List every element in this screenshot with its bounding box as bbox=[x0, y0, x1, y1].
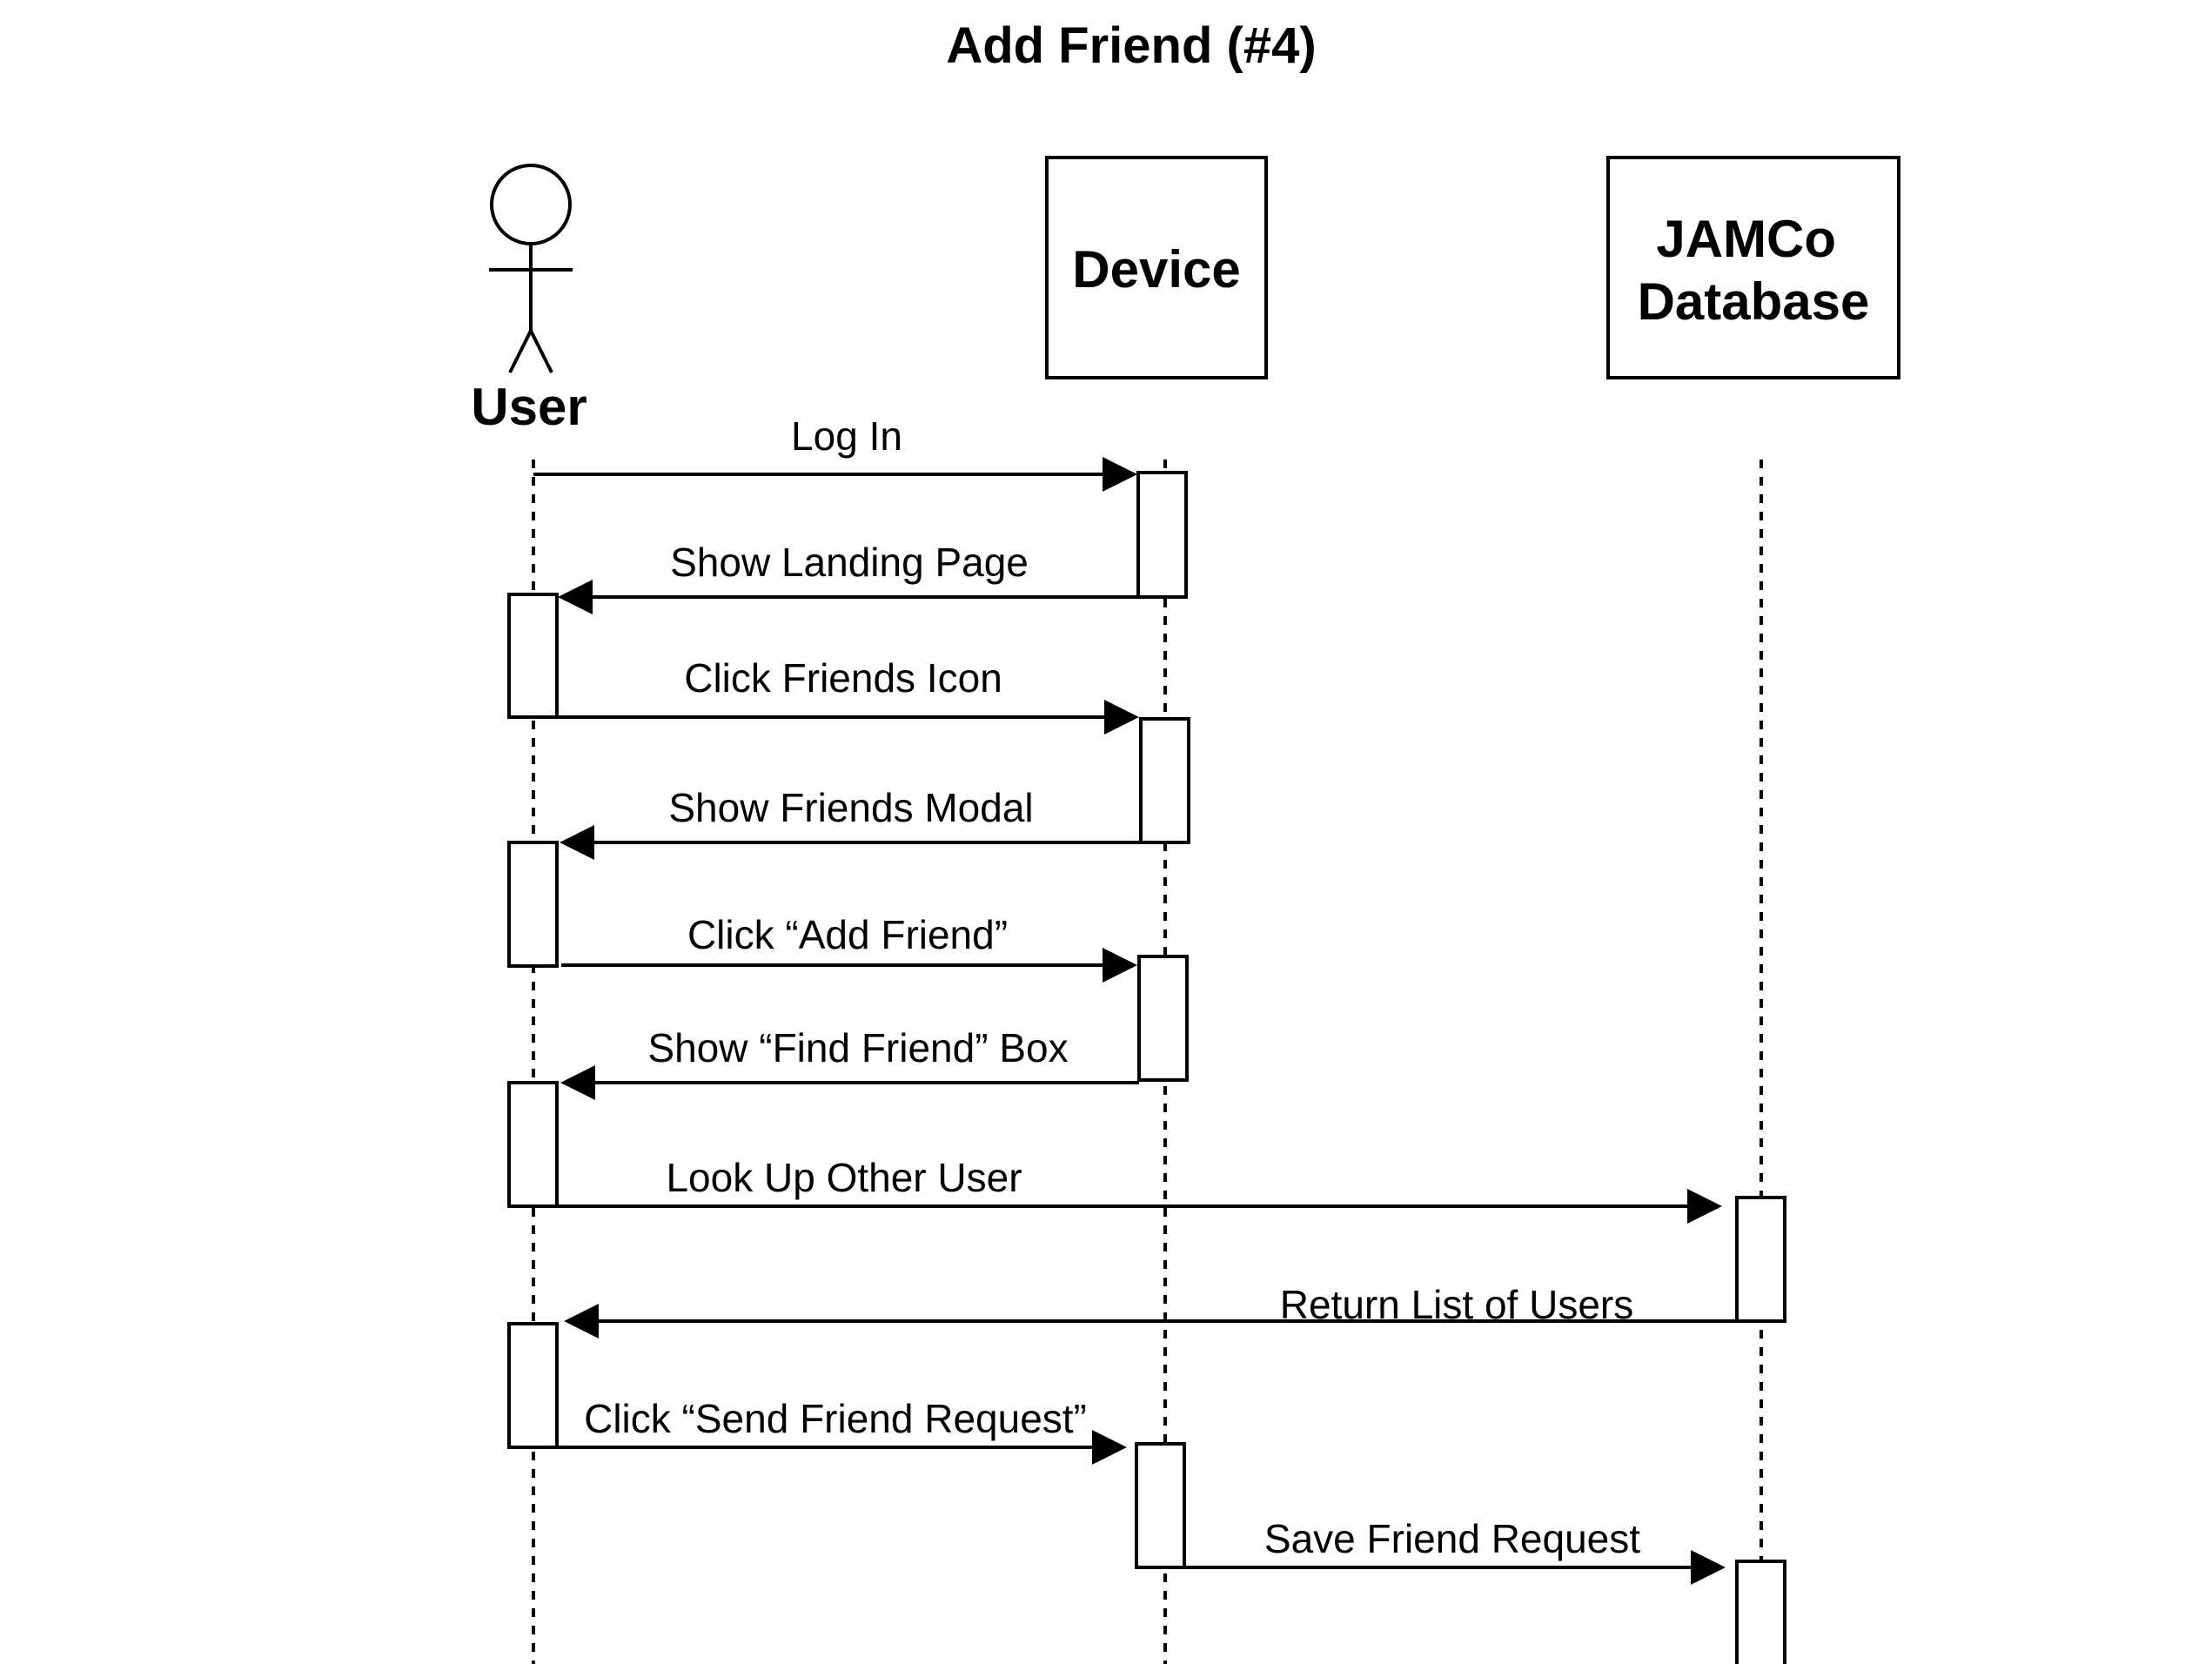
message-label-return-list-of-users: Return List of Users bbox=[1280, 1282, 1633, 1327]
database-participant-label: JAMCo Database bbox=[1638, 210, 1870, 331]
message-label-look-up-other-user: Look Up Other User bbox=[666, 1155, 1022, 1200]
user-actor-label: User bbox=[471, 378, 587, 436]
message-label-show-friends-modal: Show Friends Modal bbox=[668, 785, 1033, 830]
device-activation-bar bbox=[1136, 471, 1188, 599]
diagram-title: Add Friend (#4) bbox=[946, 17, 1316, 74]
user-activation-bar bbox=[507, 841, 559, 968]
database-label-line-2: Database bbox=[1638, 272, 1870, 331]
user-actor-icon bbox=[489, 164, 573, 373]
message-label-log-in: Log In bbox=[791, 413, 902, 459]
message-label-click-friends-icon: Click Friends Icon bbox=[684, 655, 1002, 701]
user-activation-bar bbox=[507, 593, 559, 719]
message-label-click-send-friend-request: Click “Send Friend Request” bbox=[584, 1396, 1087, 1441]
device-activation-bar bbox=[1139, 717, 1190, 844]
device-participant-box bbox=[1045, 156, 1268, 379]
message-label-save-friend-request: Save Friend Request bbox=[1264, 1516, 1640, 1561]
message-label-show-landing-page: Show Landing Page bbox=[670, 540, 1029, 585]
device-activation-bar bbox=[1137, 955, 1189, 1082]
database-activation-bar bbox=[1735, 1196, 1786, 1323]
database-activation-bar bbox=[1735, 1560, 1786, 1664]
message-label-show-find-friend-box: Show “Find Friend” Box bbox=[647, 1025, 1068, 1070]
user-activation-bar bbox=[507, 1322, 559, 1449]
database-participant-box bbox=[1606, 156, 1900, 379]
database-label-line-1: JAMCo bbox=[1656, 210, 1836, 268]
device-activation-bar bbox=[1135, 1442, 1186, 1569]
message-label-click-add-friend: Click “Add Friend” bbox=[687, 912, 1008, 957]
user-activation-bar bbox=[507, 1081, 559, 1208]
device-participant-label: Device bbox=[1072, 240, 1240, 299]
